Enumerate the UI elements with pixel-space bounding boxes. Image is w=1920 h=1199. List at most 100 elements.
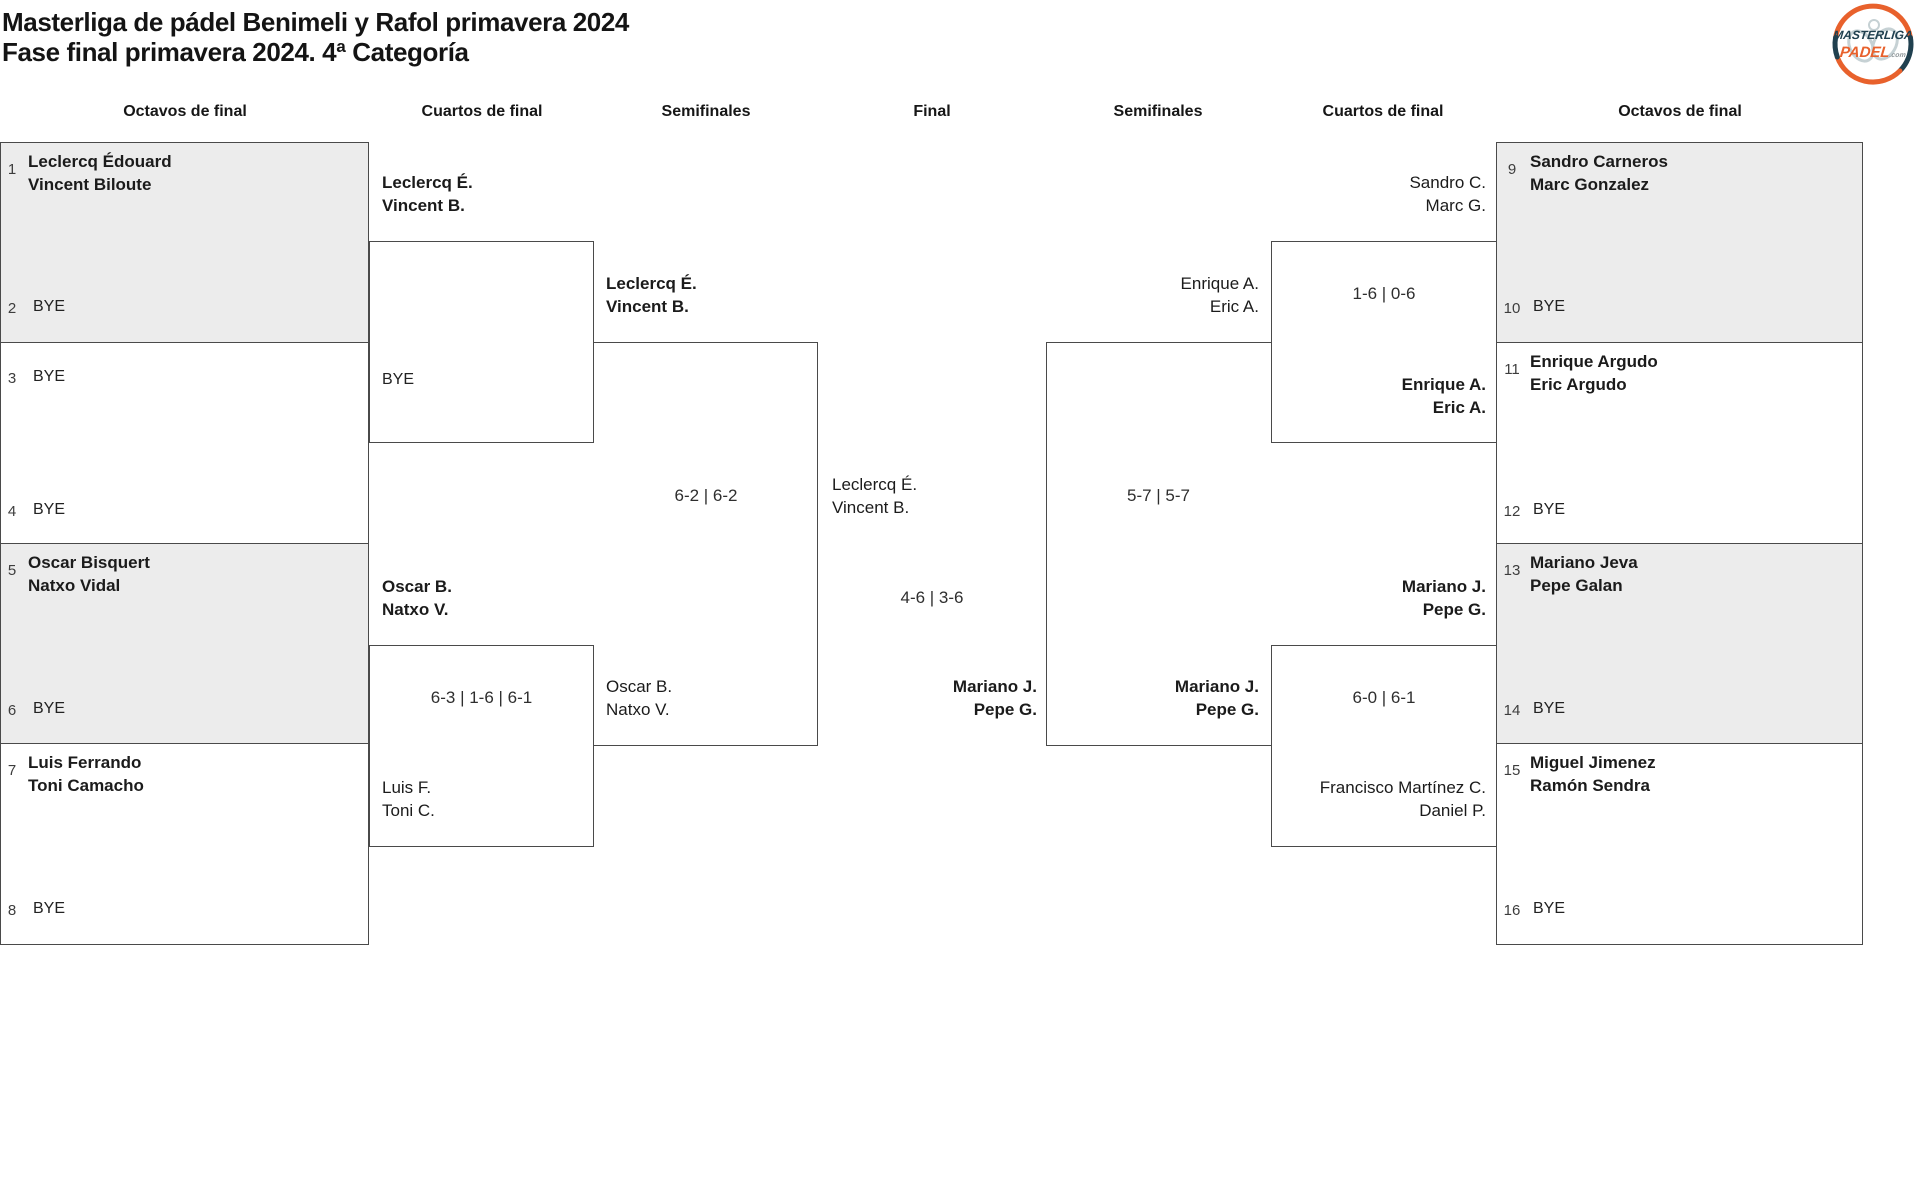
player-name: Enrique A. xyxy=(1401,375,1486,394)
seed-number: 6 xyxy=(7,702,17,719)
seed-number: 14 xyxy=(1503,702,1521,719)
round-header-semis-right: Semifinales xyxy=(1113,103,1203,120)
player-name: Luis Ferrando xyxy=(28,753,142,772)
bye-label: BYE xyxy=(1533,900,1566,917)
bye-label: BYE xyxy=(1533,700,1566,717)
round-header-octavos-right: Octavos de final xyxy=(1618,103,1742,120)
team-name: Oscar Bisquert Natxo Vidal xyxy=(28,551,150,597)
player-name: Marc G. xyxy=(1425,196,1486,215)
player-name: Pepe G. xyxy=(973,700,1037,719)
bye-label: BYE xyxy=(33,900,66,917)
player-name: Enrique Argudo xyxy=(1530,352,1658,371)
seed-number: 13 xyxy=(1503,562,1521,579)
team-name: Leclercq É. Vincent B. xyxy=(832,473,917,519)
team-name: Luis F. Toni C. xyxy=(382,776,435,822)
player-name: Daniel P. xyxy=(1419,801,1486,820)
bye-label: BYE xyxy=(33,501,66,518)
logo-wordmark-bottom: PADEL xyxy=(1839,44,1891,61)
team-name: Miguel Jimenez Ramón Sendra xyxy=(1530,751,1656,797)
bye-label: BYE xyxy=(1533,298,1566,315)
page-title: Masterliga de pádel Benimeli y Rafol pri… xyxy=(2,7,629,37)
player-name: Eric Argudo xyxy=(1530,375,1627,394)
player-name: Pepe G. xyxy=(1195,700,1259,719)
player-name: Natxo Vidal xyxy=(28,576,121,595)
player-name: Leclercq Édouard xyxy=(28,152,172,171)
logo-wordmark-top: MASTERLIGA xyxy=(1832,28,1914,42)
player-name: Pepe Galan xyxy=(1530,576,1623,595)
seed-number: 2 xyxy=(7,300,17,317)
seed-number: 4 xyxy=(7,503,17,520)
bye-label: BYE xyxy=(33,700,66,717)
match-score: 1-6 | 0-6 xyxy=(1352,284,1416,303)
team-name: Enrique A. Eric A. xyxy=(1271,373,1486,419)
team-name: Mariano J. Pepe G. xyxy=(1271,575,1486,621)
ball-icon xyxy=(1868,19,1880,31)
match-box-octavos-6 xyxy=(1496,342,1863,544)
round-header-semis-left: Semifinales xyxy=(661,103,751,120)
bye-label: BYE xyxy=(1533,501,1566,518)
team-name: Mariano J. Pepe G. xyxy=(832,675,1037,721)
bye-label: BYE xyxy=(382,371,415,388)
player-name: Pepe G. xyxy=(1422,600,1486,619)
team-name: Luis Ferrando Toni Camacho xyxy=(28,751,144,797)
seed-number: 8 xyxy=(7,902,17,919)
player-name: Vincent B. xyxy=(606,297,689,316)
seed-number: 12 xyxy=(1503,503,1521,520)
match-box-cuartos-right-1 xyxy=(1271,241,1497,443)
round-header-cuartos-left: Cuartos de final xyxy=(421,103,543,120)
player-name: Vincent B. xyxy=(832,498,910,517)
player-name: Luis F. xyxy=(382,778,432,797)
player-name: Mariano J. xyxy=(952,677,1037,696)
seed-number: 15 xyxy=(1503,762,1521,779)
team-name: Francisco Martínez C. Daniel P. xyxy=(1271,776,1486,822)
player-name: Marc Gonzalez xyxy=(1530,175,1650,194)
seed-number: 10 xyxy=(1503,300,1521,317)
team-name: Sandro Carneros Marc Gonzalez xyxy=(1530,150,1668,196)
team-name: Leclercq É. Vincent B. xyxy=(606,272,697,318)
seed-number: 9 xyxy=(1507,161,1517,178)
match-score: 4-6 | 3-6 xyxy=(900,588,964,607)
player-name: Natxo V. xyxy=(382,600,449,619)
player-name: Eric A. xyxy=(1432,398,1486,417)
player-name: Leclercq É. xyxy=(606,274,697,293)
match-box-octavos-4 xyxy=(0,743,369,945)
seed-number: 5 xyxy=(7,562,17,579)
player-name: Miguel Jimenez xyxy=(1530,753,1656,772)
player-name: Sandro Carneros xyxy=(1530,152,1668,171)
team-name: Leclercq É. Vincent B. xyxy=(382,171,473,217)
player-name: Toni C. xyxy=(382,801,435,820)
match-box-octavos-8 xyxy=(1496,743,1863,945)
match-score: 5-7 | 5-7 xyxy=(1126,486,1190,505)
match-box-semi-right xyxy=(1046,342,1271,746)
player-name: Oscar B. xyxy=(382,577,452,596)
player-name: Leclercq É. xyxy=(832,475,918,494)
seed-number: 16 xyxy=(1503,902,1521,919)
logo-tld: .com xyxy=(1889,52,1907,59)
seed-number: 1 xyxy=(7,161,17,178)
seed-number: 11 xyxy=(1504,361,1520,378)
team-name: Oscar B. Natxo V. xyxy=(382,575,452,621)
round-header-octavos-left: Octavos de final xyxy=(123,103,247,120)
match-box-cuartos-right-2 xyxy=(1271,645,1497,847)
player-name: Ramón Sendra xyxy=(1530,776,1650,795)
player-name: Oscar Bisquert xyxy=(28,553,150,572)
player-name: Vincent Biloute xyxy=(28,175,152,194)
seed-number: 3 xyxy=(7,370,17,387)
player-name: Mariano J. xyxy=(1401,577,1486,596)
match-box-semi-left xyxy=(594,342,818,746)
team-name: Mariano J. Pepe G. xyxy=(1046,675,1259,721)
brand-logo[interactable]: MASTERLIGA PADEL.com xyxy=(1830,2,1916,86)
player-name: Leclercq É. xyxy=(382,173,473,192)
player-name: Vincent B. xyxy=(382,196,465,215)
round-header-cuartos-right: Cuartos de final xyxy=(1322,103,1444,120)
match-box-octavos-7 xyxy=(1496,543,1863,744)
racket-icon xyxy=(1871,27,1899,61)
team-name: Leclercq Édouard Vincent Biloute xyxy=(28,150,172,196)
match-box-cuartos-left-1 xyxy=(369,241,594,443)
team-name: Enrique A. Eric A. xyxy=(1046,272,1259,318)
player-name: Francisco Martínez C. xyxy=(1319,778,1486,797)
match-score: 6-3 | 1-6 | 6-1 xyxy=(430,688,533,707)
player-name: Natxo V. xyxy=(606,700,670,719)
match-score: 6-2 | 6-2 xyxy=(674,486,738,505)
